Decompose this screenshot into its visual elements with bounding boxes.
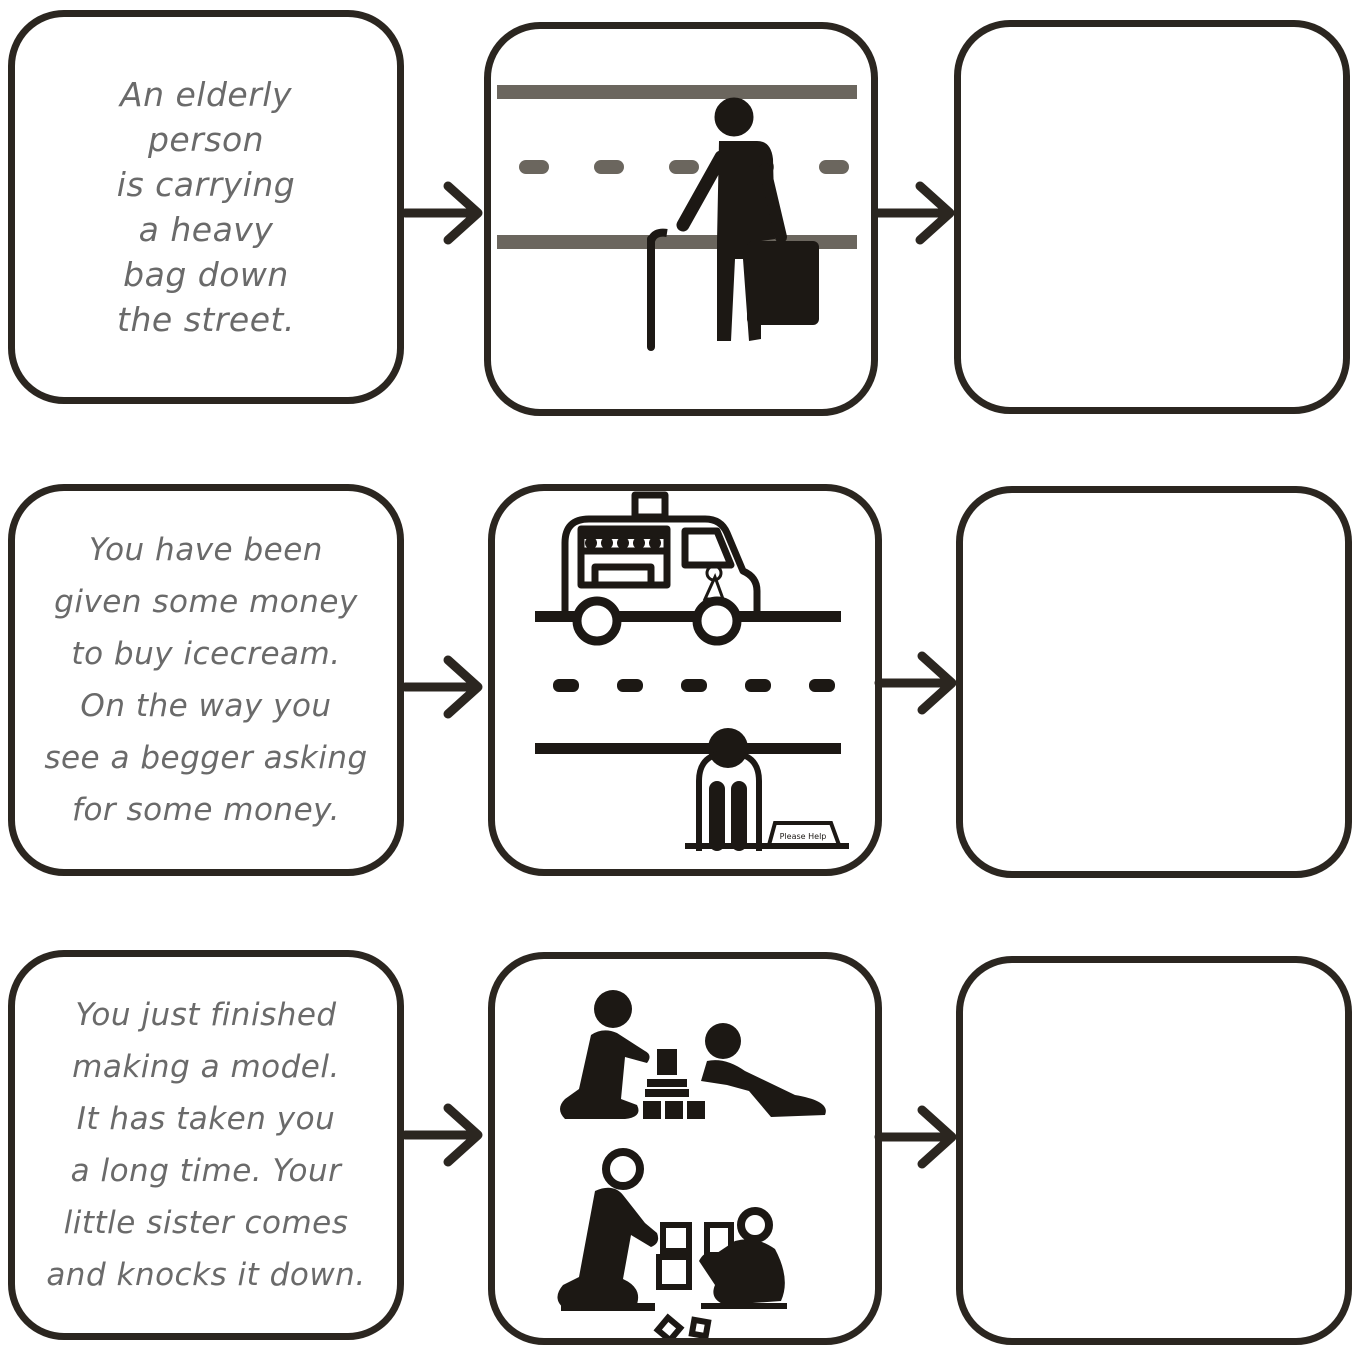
arrow-right-icon [400, 1103, 483, 1167]
scenario-line: for some money. [72, 792, 340, 828]
arrow-right-icon [874, 651, 957, 715]
response-box-3[interactable] [956, 956, 1352, 1345]
scenario-line: bag down [123, 255, 289, 294]
scenario-line: On the way you [80, 688, 332, 724]
scenario-image-box-1 [484, 22, 878, 416]
children-blocks-icon [557, 990, 826, 1338]
scenario-line: little sister comes [63, 1205, 349, 1241]
arrow-right-icon [400, 181, 483, 245]
scenario-line: making a model. [72, 1049, 340, 1085]
scenario-text-box-3: You just finished making a model. It has… [8, 950, 404, 1340]
scenario-image-box-2: Please Help [488, 484, 882, 876]
scenario-line: given some money [54, 584, 358, 620]
scenario-line: to buy icecream. [71, 636, 341, 672]
scenario-line: a heavy [138, 210, 274, 249]
scenario-line: the street. [117, 300, 295, 339]
scenario-line: see a begger asking [44, 740, 368, 776]
scenario-line: person [147, 120, 265, 159]
scenario-image-box-3 [488, 952, 882, 1345]
icecream-truck-beggar-icon: Please Help [535, 491, 849, 851]
scenario-line: a long time. Your [70, 1153, 342, 1189]
scenario-line: You just finished [75, 997, 337, 1033]
arrow-right-icon [400, 655, 483, 719]
response-box-2[interactable] [956, 486, 1352, 878]
scenario-line: It has taken you [76, 1101, 336, 1137]
scenario-text-box-2: You have been given some money to buy ic… [8, 484, 404, 876]
sign-text: Please Help [780, 832, 827, 841]
elderly-person-road-icon [497, 85, 857, 351]
scenario-text-box-1: An elderly person is carrying a heavy ba… [8, 10, 404, 404]
arrow-right-icon [872, 181, 955, 245]
arrow-right-icon [874, 1105, 957, 1169]
scenario-line: You have been [89, 532, 323, 568]
scenario-line: is carrying [116, 165, 296, 204]
scenario-line: and knocks it down. [46, 1257, 366, 1293]
response-box-1[interactable] [954, 20, 1350, 414]
scenario-line: An elderly [120, 75, 292, 114]
